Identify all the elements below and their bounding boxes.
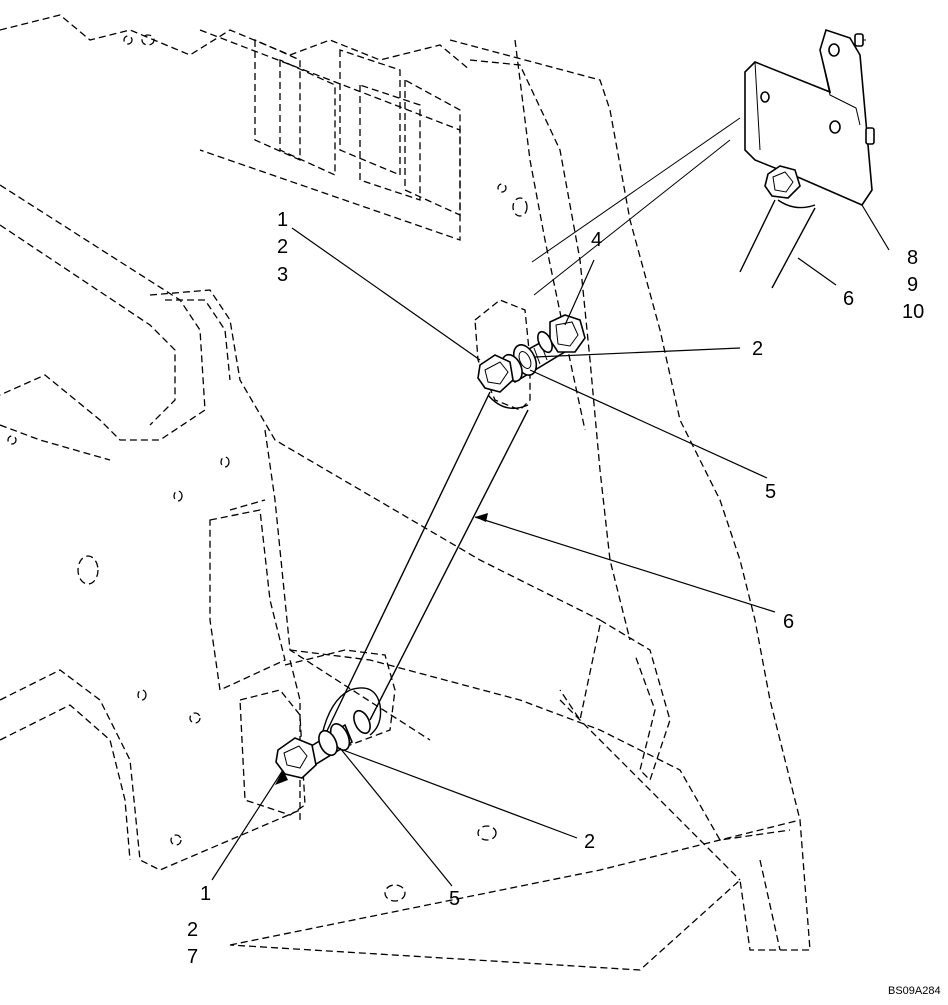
callout-inset-10: 10 bbox=[902, 301, 924, 323]
callout-upper-5: 5 bbox=[765, 481, 776, 503]
callout-lower-5: 5 bbox=[449, 888, 460, 910]
callout-rod-6: 6 bbox=[783, 611, 794, 633]
callout-upper-left-1: 1 bbox=[277, 209, 288, 231]
frame-holes bbox=[7, 34, 528, 902]
callout-upper-2: 2 bbox=[752, 338, 763, 360]
callout-lower-2: 2 bbox=[584, 831, 595, 853]
inset-bracket-detail bbox=[739, 28, 890, 289]
support-rod bbox=[324, 391, 529, 736]
callout-inset-6: 6 bbox=[843, 288, 854, 310]
upper-joint-hardware bbox=[477, 314, 586, 409]
callout-upper-left-3: 3 bbox=[277, 264, 288, 286]
callout-lower-left-7: 7 bbox=[187, 946, 198, 968]
callout-upper-left-2: 2 bbox=[277, 236, 288, 258]
lower-joint-hardware bbox=[275, 687, 382, 779]
callout-labels: 1 2 3 4 2 5 6 6 8 9 10 2 5 1 2 7 BS09A28… bbox=[187, 209, 941, 997]
leader-lines bbox=[211, 117, 776, 887]
callout-lower-left-1: 1 bbox=[200, 883, 211, 905]
callout-upper-4: 4 bbox=[591, 229, 602, 251]
callout-inset-9: 9 bbox=[907, 274, 918, 296]
drawing-code: BS09A284 bbox=[888, 985, 941, 997]
callout-lower-left-2: 2 bbox=[187, 919, 198, 941]
machine-frame-outline bbox=[0, 14, 811, 971]
callout-inset-8: 8 bbox=[907, 247, 918, 269]
